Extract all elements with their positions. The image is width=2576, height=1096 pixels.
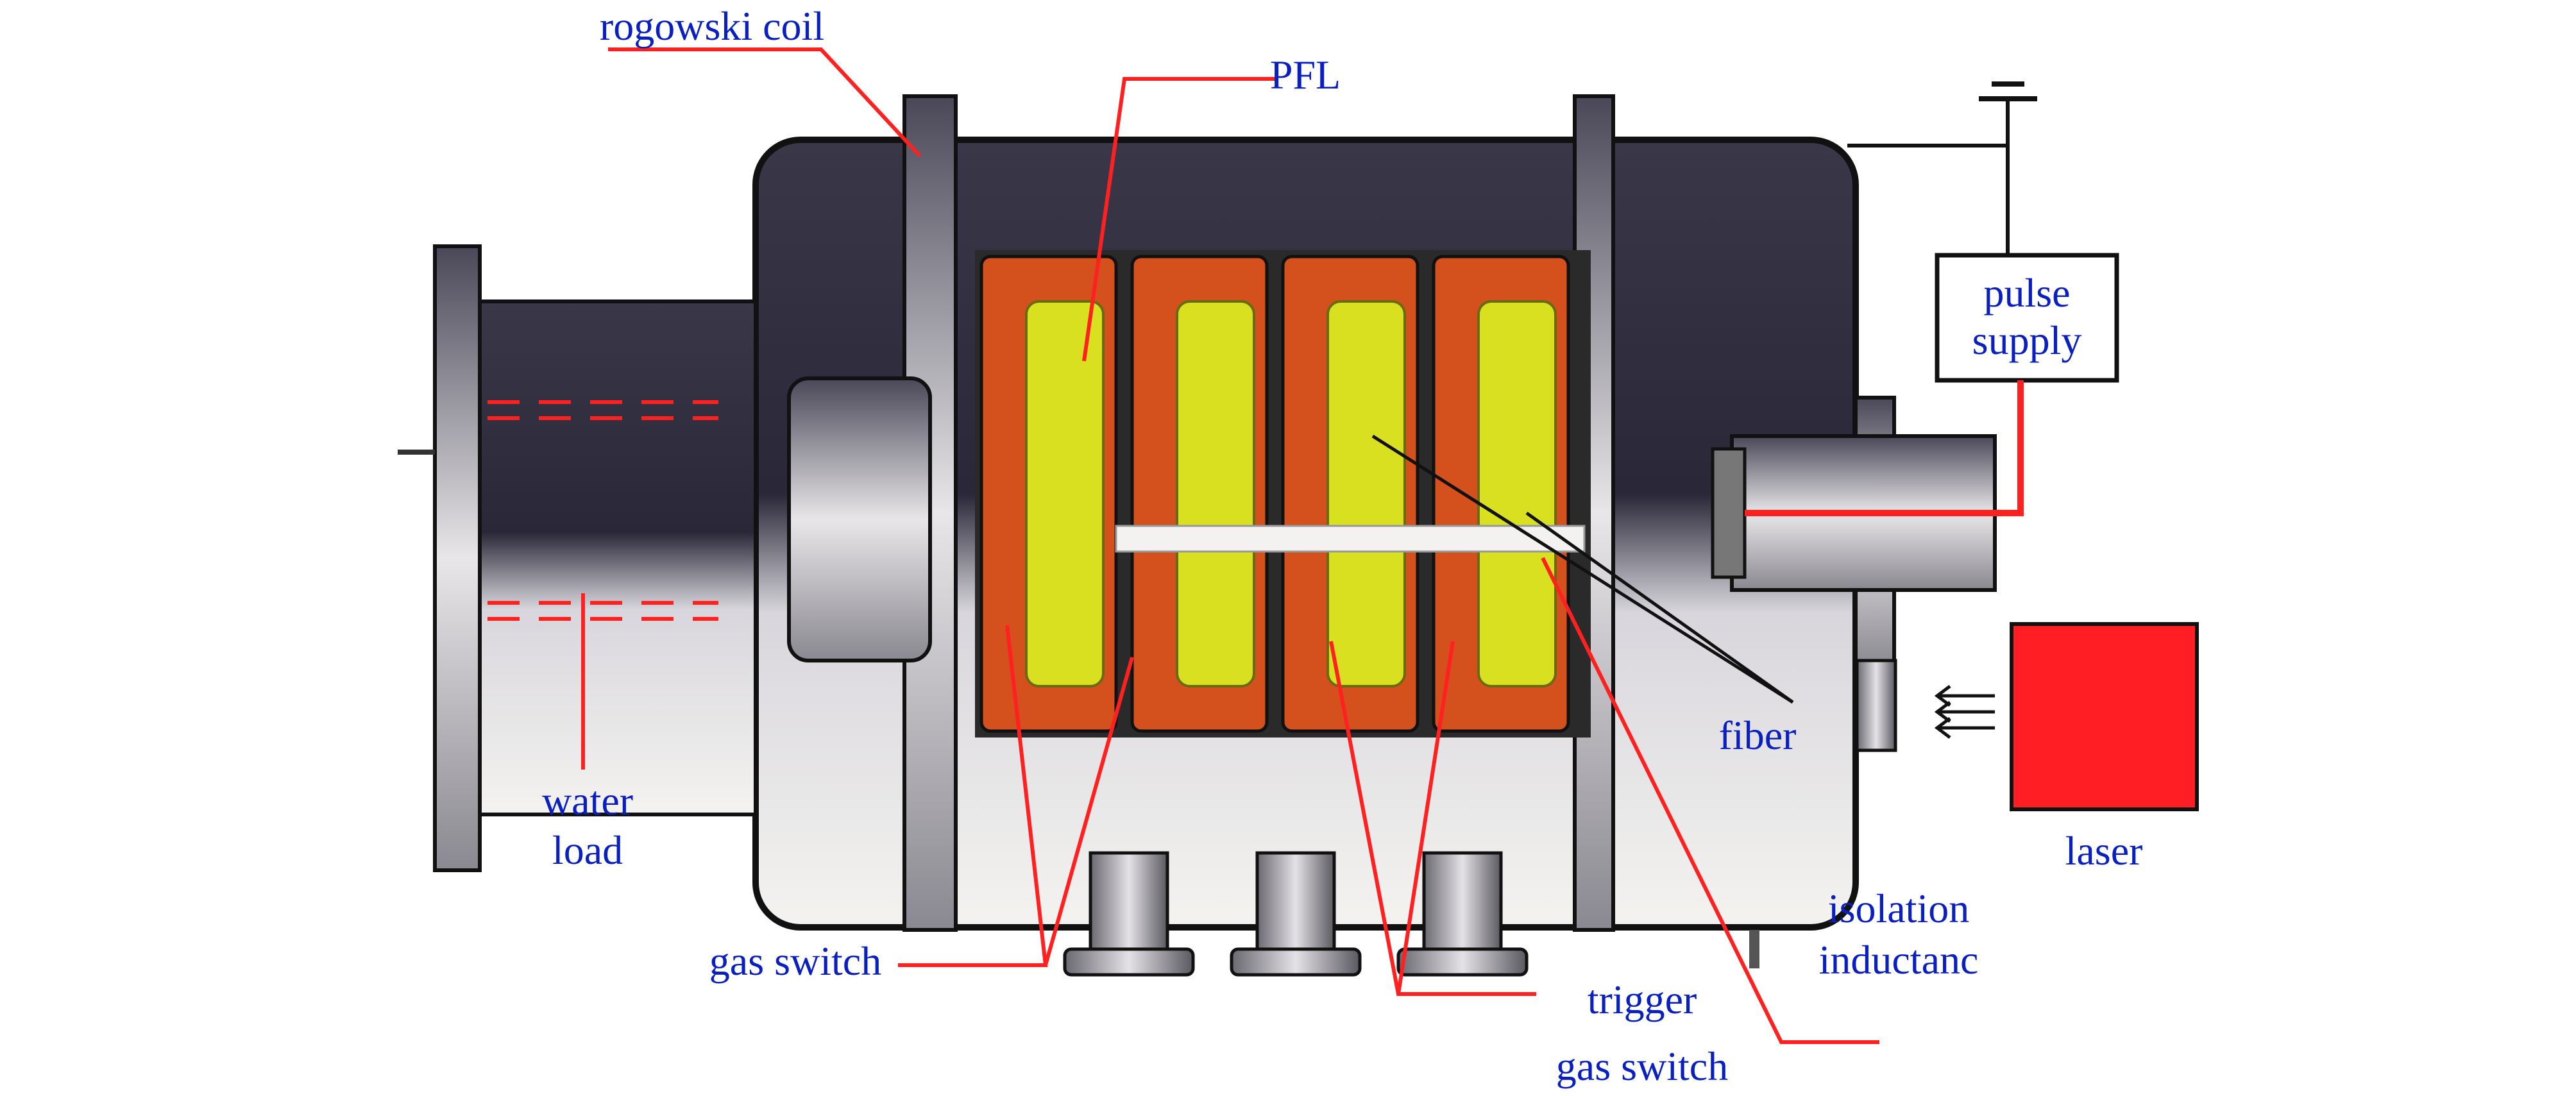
- laser-label: laser: [2065, 828, 2143, 873]
- fiber-lines: [1371, 434, 1794, 704]
- water-load-label-2: load: [552, 827, 623, 873]
- laser-beam-arrows: [1934, 685, 1995, 739]
- trigger-cable: [1745, 380, 2024, 516]
- trigger-gas-switch-label-1: trigger: [1588, 977, 1697, 1022]
- fiber-label: fiber: [1719, 712, 1797, 758]
- rogowski-coil-label: rogowski coil: [600, 3, 824, 49]
- pfl-label: PFL: [1270, 52, 1341, 97]
- laser-box: [2010, 622, 2199, 811]
- isolation-inductance-label-1: isolation: [1828, 886, 1969, 931]
- pfl-stack: [975, 250, 1591, 738]
- trigger-gas-switch-label-2: gas switch: [1556, 1043, 1728, 1089]
- pulse-supply-label-1: pulse: [1983, 270, 2070, 316]
- water-load: [398, 244, 932, 872]
- water-load-label-1: water: [542, 778, 633, 823]
- pulse-supply-label-2: supply: [1972, 317, 2082, 363]
- gas-switch-label: gas switch: [709, 938, 881, 984]
- ground-symbol: [1847, 81, 2037, 255]
- bottom-gas-ports: [1063, 851, 1529, 977]
- isolation-inductance-coil: [1115, 525, 1586, 553]
- pulse-supply-box: [1935, 253, 2119, 383]
- leader-lines: [581, 47, 1879, 1044]
- isolation-inductance-label-2: inductanc: [1819, 937, 1979, 982]
